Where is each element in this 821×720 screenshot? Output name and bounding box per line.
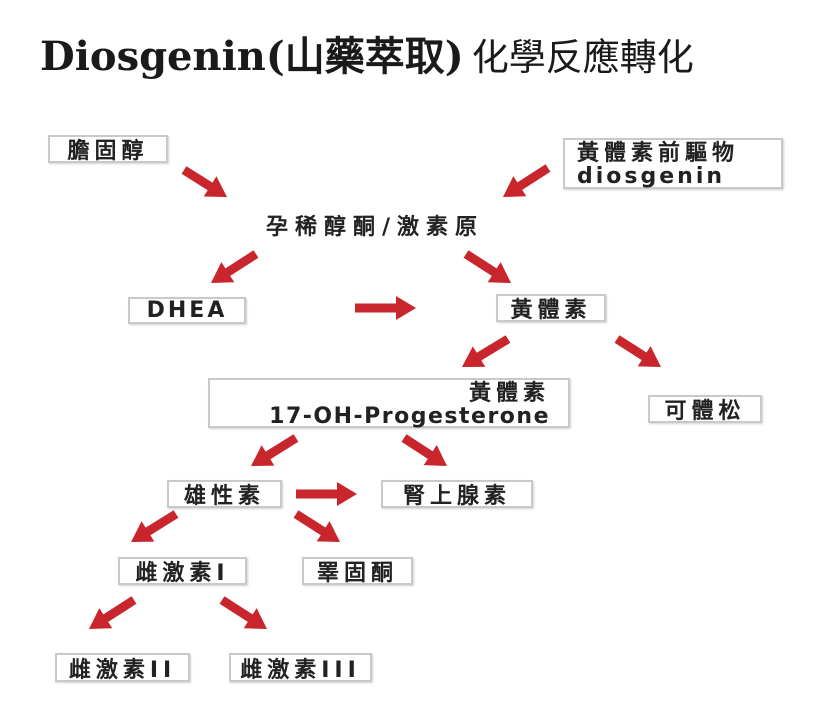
node-cholesterol: 膽固醇 [48, 135, 168, 164]
node-cholesterol-label: 膽固醇 [67, 139, 149, 164]
node-estrogen3-label: 雌激素III [240, 657, 361, 683]
node-cortisol: 可體松 [648, 395, 762, 424]
arrow-estrogen1-to-estrogen2 [89, 596, 137, 629]
node-dhea-label: DHEA [146, 298, 228, 323]
node-hydroxy-line2: 17-OH-Progesterone [269, 404, 550, 429]
title-main: Diosgenin(山藥萃取) [40, 33, 464, 80]
node-precursor-line2: diosgenin [577, 164, 726, 189]
arrow-precursor-to-pregnenolone [503, 164, 551, 197]
node-progesterone-label: 黃體素 [510, 298, 592, 323]
arrow-estrogen1-to-estrogen3 [219, 596, 267, 629]
node-androgen: 雄性素 [167, 480, 282, 509]
node-pregnenolone-label: 孕稀醇酮/激素原 [265, 215, 485, 240]
node-estrogen1-label: 雌激素I [135, 561, 230, 586]
node-precursor-line1: 黃體素前驅物 [577, 141, 740, 166]
node-estrogen-3: 雌激素III [229, 653, 372, 683]
node-dhea: DHEA [128, 297, 246, 324]
arrow-progesterone-to-cortisol [614, 335, 661, 367]
node-estrogen2-label: 雌激素II [68, 657, 177, 683]
node-cortisol-label: 可體松 [664, 399, 746, 424]
arrow-androgen-to-estrogen1 [131, 510, 179, 542]
node-testosterone: 睪固酮 [302, 557, 413, 586]
title-rest: 化學反應轉化 [471, 36, 694, 79]
arrow-pregnenolone-to-progesterone [463, 250, 511, 283]
arrow-androgen-to-adrenaline [296, 482, 357, 506]
node-progesterone-precursor: 黃體素前驅物 diosgenin [563, 138, 783, 189]
arrow-dhea-to-progesterone [355, 296, 416, 320]
node-progesterone: 黃體素 [496, 294, 606, 323]
diagram-title: Diosgenin(山藥萃取)化學反應轉化 [40, 28, 694, 86]
node-adrenaline: 腎上腺素 [381, 480, 533, 509]
arrow-hydroxy-to-androgen [251, 434, 299, 466]
node-testosterone-label: 睪固酮 [316, 561, 398, 586]
node-hydroxy-line1: 黃體素 [468, 381, 550, 406]
arrow-progesterone-to-hydroxy [462, 335, 511, 367]
arrow-androgen-to-testosterone [293, 510, 340, 542]
node-estrogen-1: 雌激素I [118, 557, 247, 586]
node-adrenaline-label: 腎上腺素 [402, 484, 511, 509]
arrow-cholesterol-to-pregnenolone [181, 166, 227, 197]
node-androgen-label: 雄性素 [183, 484, 265, 509]
node-17-oh-progesterone: 黃體素 17-OH-Progesterone [208, 378, 570, 428]
arrow-pregnenolone-to-dhea [211, 250, 259, 283]
arrow-hydroxy-to-adrenaline [401, 434, 447, 466]
node-estrogen-2: 雌激素II [55, 653, 190, 683]
